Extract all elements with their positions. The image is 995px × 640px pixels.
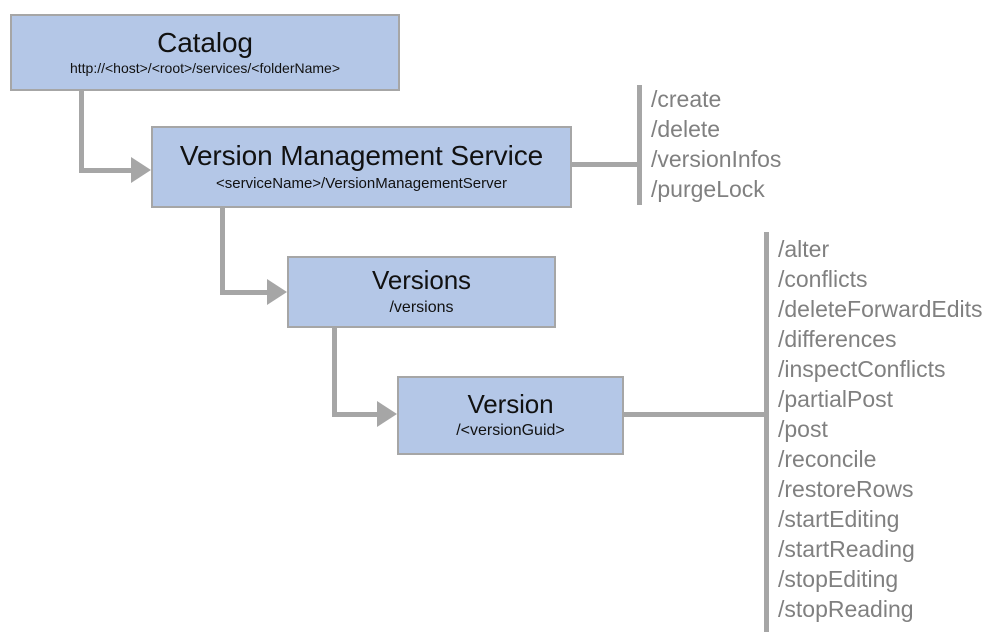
node-version-subtitle: /<versionGuid> bbox=[456, 422, 565, 440]
endpoint-list-version-operations: /alter/conflicts/deleteForwardEdits/diff… bbox=[778, 234, 983, 624]
connector-service-to-endpoint-rail bbox=[572, 162, 641, 167]
endpoint-item: /versionInfos bbox=[651, 146, 782, 172]
endpoint-item: /startReading bbox=[778, 536, 915, 562]
connector-service-to-versions-horizontal bbox=[220, 290, 270, 295]
connector-catalog-to-service-vertical bbox=[79, 91, 84, 173]
connector-versions-to-version-horizontal bbox=[332, 412, 380, 417]
endpoint-item: /inspectConflicts bbox=[778, 356, 946, 382]
endpoint-item: /reconcile bbox=[778, 446, 877, 472]
endpoint-item: /purgeLock bbox=[651, 176, 765, 202]
endpoint-item: /alter bbox=[778, 236, 830, 262]
arrowhead-versions-to-version bbox=[377, 401, 397, 427]
node-catalog-subtitle: http://<host>/<root>/services/<folderNam… bbox=[69, 60, 341, 77]
endpoint-item: /stopReading bbox=[778, 596, 914, 622]
connector-version-to-endpoint-rail bbox=[624, 412, 769, 417]
connector-catalog-to-service-horizontal bbox=[79, 168, 134, 173]
endpoint-item: /delete bbox=[651, 116, 721, 142]
endpoint-rail-version bbox=[764, 232, 769, 632]
node-catalog[interactable]: Catalog http://<host>/<root>/services/<f… bbox=[10, 14, 400, 91]
endpoint-item: /create bbox=[651, 86, 722, 112]
endpoint-item: /startEditing bbox=[778, 506, 900, 532]
endpoint-item: /restoreRows bbox=[778, 476, 914, 502]
node-version-management-service[interactable]: Version Management Service <serviceName>… bbox=[151, 126, 572, 208]
connector-service-to-versions-vertical bbox=[220, 208, 225, 295]
endpoint-list-service-operations: /create/delete/versionInfos/purgeLock bbox=[651, 84, 781, 204]
node-version[interactable]: Version /<versionGuid> bbox=[397, 376, 624, 455]
node-catalog-title: Catalog bbox=[157, 26, 253, 58]
node-versions[interactable]: Versions /versions bbox=[287, 256, 556, 328]
node-version-management-service-title: Version Management Service bbox=[179, 140, 544, 172]
endpoint-item: /post bbox=[778, 416, 828, 442]
node-versions-title: Versions bbox=[372, 265, 471, 296]
endpoint-item: /differences bbox=[778, 326, 897, 352]
node-version-title: Version bbox=[467, 388, 554, 419]
endpoint-item: /stopEditing bbox=[778, 566, 899, 592]
connector-versions-to-version-vertical bbox=[332, 328, 337, 417]
endpoint-rail-service bbox=[637, 85, 642, 205]
node-versions-subtitle: /versions bbox=[389, 298, 454, 316]
endpoint-item: /conflicts bbox=[778, 266, 868, 292]
node-version-management-service-subtitle: <serviceName>/VersionManagementServer bbox=[216, 174, 507, 192]
endpoint-item: /deleteForwardEdits bbox=[778, 296, 983, 322]
arrowhead-service-to-versions bbox=[267, 279, 287, 305]
endpoint-item: /partialPost bbox=[778, 386, 894, 412]
arrowhead-catalog-to-service bbox=[131, 157, 151, 183]
